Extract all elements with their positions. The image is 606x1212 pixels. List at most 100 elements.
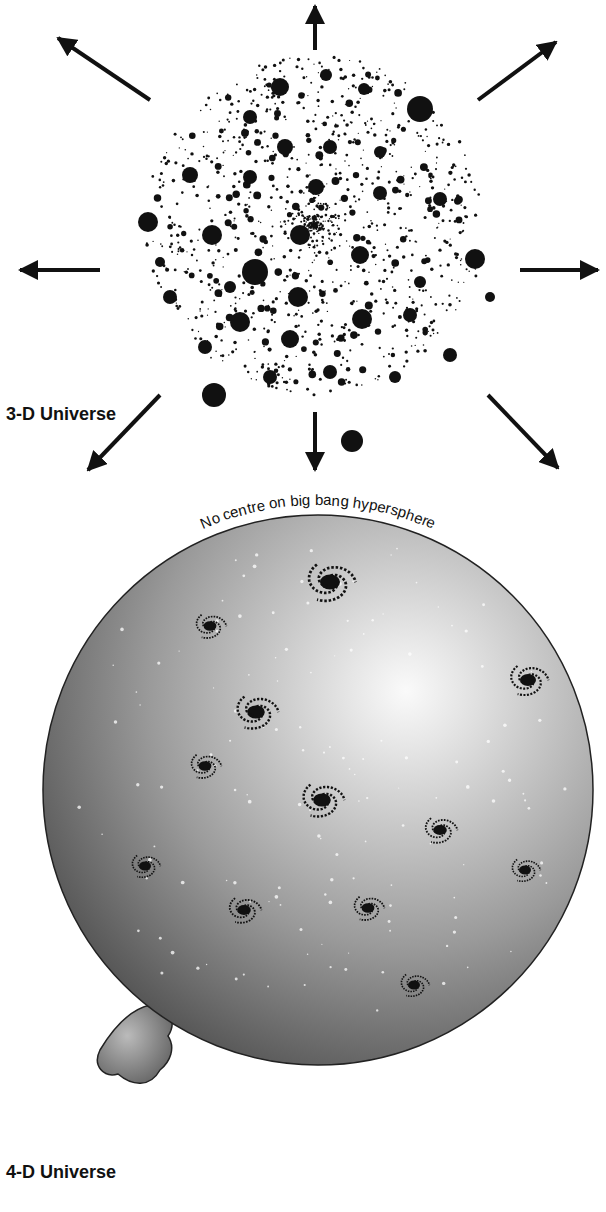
galaxy-dot: [327, 207, 328, 208]
galaxy-dot: [175, 305, 178, 308]
galaxy-dot: [320, 223, 321, 224]
galaxy-dot: [447, 143, 450, 146]
galaxy-dot: [253, 88, 256, 91]
galaxy-dot: [451, 279, 453, 281]
galaxy-dot: [410, 269, 413, 272]
figure-label: 4-D Universe: [6, 1162, 116, 1183]
galaxy-dot: [266, 96, 269, 99]
galaxy-dot: [383, 356, 385, 358]
galaxy-dot: [263, 346, 265, 348]
galaxy-dot: [280, 225, 283, 228]
galaxy-dot: [353, 172, 359, 178]
galaxy-dot: [235, 303, 237, 305]
galaxy-dot: [386, 249, 388, 251]
galaxy-dot: [365, 301, 373, 309]
galaxy-dot: [387, 202, 389, 204]
galaxy-dot: [383, 259, 385, 261]
galaxy-dot: [396, 246, 399, 249]
galaxy-dot: [346, 99, 353, 106]
galaxy-dot: [461, 176, 464, 179]
galaxy-dot: [453, 166, 454, 167]
galaxy-dot: [322, 221, 323, 222]
galaxy-dot: [364, 122, 366, 124]
galaxy-dot: [461, 258, 463, 260]
galaxy-dot: [333, 233, 336, 236]
galaxy-dot: [262, 247, 264, 249]
galaxy-dot: [310, 222, 313, 225]
galaxy-dot: [290, 275, 291, 276]
spiral-galaxy: [192, 755, 222, 778]
galaxy-dot: [297, 58, 300, 61]
galaxy-dot: [333, 288, 338, 293]
galaxy-dot: [316, 223, 318, 225]
galaxy-dot: [466, 268, 468, 270]
galaxy-dot: [424, 313, 426, 315]
galaxy-dot: [145, 243, 149, 247]
galaxy-dot: [355, 384, 358, 387]
galaxy-dot: [181, 191, 184, 194]
galaxy-dot: [295, 218, 296, 219]
galaxy-dot: [187, 158, 189, 160]
galaxy-dot: [314, 127, 317, 130]
galaxy-dot: [168, 215, 171, 218]
galaxy-dot: [234, 220, 235, 221]
galaxy-dot: [272, 133, 278, 139]
galaxy-dot: [403, 183, 404, 184]
galaxy-dot: [242, 292, 244, 294]
galaxy-dot: [400, 236, 406, 242]
galaxy-dot: [366, 240, 371, 245]
galaxy-dot: [233, 136, 236, 139]
galaxy-dot: [266, 160, 269, 163]
galaxy-dot: [271, 209, 273, 211]
galaxy-dot: [313, 208, 315, 210]
galaxy-dot: [217, 249, 220, 252]
galaxy-dot: [409, 286, 411, 288]
galaxy-dot: [351, 246, 369, 264]
galaxy-dot: [351, 246, 354, 249]
galaxy-dot: [344, 160, 346, 162]
galaxy-dot: [382, 95, 384, 97]
galaxy-dot: [438, 223, 439, 224]
galaxy-dot: [352, 73, 356, 77]
galaxy-dot: [194, 337, 197, 340]
galaxy-dot: [176, 234, 179, 237]
galaxy-dot: [312, 220, 315, 223]
galaxy-dot: [339, 68, 342, 71]
galaxy-dot: [167, 224, 173, 230]
galaxy-dot: [365, 124, 367, 126]
galaxy-dot: [311, 240, 314, 243]
balloon: [43, 515, 593, 1083]
galaxy-dot: [288, 168, 291, 171]
galaxy-dot: [348, 381, 351, 384]
galaxy-dot: [273, 64, 276, 67]
galaxy-dot: [340, 114, 343, 117]
galaxy-dot: [365, 177, 368, 180]
galaxy-dot: [307, 58, 309, 60]
galaxy-dot: [432, 329, 435, 332]
galaxy-dot: [411, 254, 414, 257]
galaxy-dot: [181, 231, 186, 236]
galaxy-dot: [316, 231, 318, 233]
galaxy-dot: [250, 286, 254, 290]
galaxy-dot: [474, 275, 477, 278]
galaxy-dot: [308, 371, 316, 379]
galaxy-dot: [313, 232, 316, 235]
galaxy-dot: [189, 273, 195, 279]
galaxy-dot: [300, 221, 302, 223]
galaxy-dot: [276, 381, 279, 384]
galaxy-dot: [302, 107, 304, 109]
galaxy-dot: [439, 265, 441, 267]
galaxy-dot: [447, 263, 450, 266]
galaxy-dot: [414, 172, 417, 175]
galaxy-dot: [306, 388, 309, 391]
galaxy-dot: [309, 247, 310, 248]
galaxy-dot: [233, 172, 236, 175]
galaxy-dot: [231, 350, 234, 353]
galaxy-dot: [309, 290, 310, 291]
galaxy-dot: [286, 389, 288, 391]
galaxy-dot: [344, 133, 347, 136]
galaxy-dot: [252, 312, 255, 315]
galaxy-dot: [388, 88, 391, 91]
galaxy-dot: [267, 363, 269, 365]
galaxy-dot: [227, 253, 230, 256]
